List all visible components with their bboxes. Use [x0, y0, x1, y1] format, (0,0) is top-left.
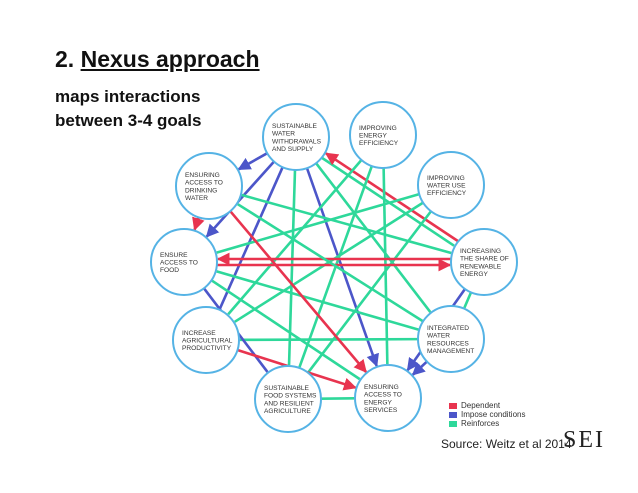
- edge-water-to-agri: [218, 166, 284, 310]
- source-citation: Source: Weitz et al 2014: [441, 437, 572, 451]
- node-label-agri-line-3: PRODUCTIVITY: [182, 345, 232, 352]
- node-label-energy_access-line-3: ENERGY: [364, 399, 392, 406]
- node-label-iwrm-line-1: INTEGRATED: [427, 325, 469, 332]
- subtitle-line-1: maps interactions: [55, 87, 201, 106]
- node-label-renewable-line-1: INCREASING: [460, 248, 501, 255]
- node-label-agri-line-2: AGRICULTURAL: [182, 338, 233, 345]
- node-label-water_eff-line-3: EFFICIENCY: [427, 190, 467, 197]
- node-circle-food_sys: [254, 365, 322, 433]
- slide-subtitle: maps interactions between 3-4 goals: [55, 85, 201, 133]
- node-label-iwrm-line-2: WATER: [427, 333, 450, 340]
- node-circle-food_access: [150, 228, 218, 296]
- node-label-energy_eff-line-3: EFFICIENCY: [359, 140, 399, 147]
- edge-water-to-drinking: [237, 152, 268, 171]
- node-circle-water_eff: [417, 151, 485, 219]
- legend-label-reinforces: Reinforces: [461, 419, 500, 428]
- edge-iwrm-to-agri: [239, 337, 419, 342]
- edge-water-to-energy_access: [305, 167, 379, 368]
- node-label-renewable-line-4: ENERGY: [460, 271, 488, 278]
- legend-swatch-reinforces: [449, 420, 457, 427]
- node-label-food_access-line-1: ENSURE: [160, 252, 188, 259]
- edge-drinking-to-renewable: [240, 193, 452, 255]
- edge-water-to-iwrm: [315, 162, 432, 313]
- node-label-renewable-line-2: THE SHARE OF: [460, 256, 509, 263]
- edge-energy_eff-to-agri: [227, 159, 363, 316]
- node-label-food_sys-line-2: FOOD SYSTEMS: [264, 393, 317, 400]
- edge-renewable-to-iwrm: [463, 291, 473, 309]
- node-label-water-line-4: AND SUPPLY: [272, 146, 314, 153]
- node-label-energy_access-line-2: ACCESS TO: [364, 392, 402, 399]
- node-circle-agri: [172, 306, 240, 374]
- node-label-drinking-line-1: ENSURING: [185, 172, 220, 179]
- slide-title: 2. Nexus approach: [55, 48, 260, 71]
- node-label-water_eff-line-1: IMPROVING: [427, 175, 465, 182]
- node-circle-energy_eff: [349, 101, 417, 169]
- node-circle-water: [262, 103, 330, 171]
- node-label-water_eff-line-2: WATER USE: [427, 183, 466, 190]
- edge-food_access-to-energy_access: [210, 279, 361, 381]
- legend-swatch-impose: [449, 411, 457, 418]
- node-label-agri-line-1: INCREASE: [182, 330, 216, 337]
- edge-iwrm-to-drinking: [237, 203, 424, 323]
- node-label-drinking-line-3: DRINKING: [185, 187, 217, 194]
- legend-item-reinforces: Reinforces: [449, 419, 525, 428]
- edge-water_eff-to-food_sys: [307, 210, 433, 373]
- node-label-food_sys-line-4: AGRICULTURE: [264, 408, 311, 415]
- node-circle-renewable: [450, 228, 518, 296]
- node-circle-drinking: [175, 152, 243, 220]
- node-label-water-line-3: WITHDRAWALS: [272, 138, 322, 145]
- node-label-energy_access-line-1: ENSURING: [364, 384, 399, 391]
- legend-swatch-dependent: [449, 402, 457, 409]
- subtitle-line-2: between 3-4 goals: [55, 111, 202, 130]
- node-label-drinking-line-4: WATER: [185, 195, 208, 202]
- node-label-food_sys-line-1: SUSTAINABLE: [264, 385, 310, 392]
- node-circle-energy_access: [354, 364, 422, 432]
- node-label-energy_eff-line-1: IMPROVING: [359, 125, 397, 132]
- legend-item-dependent: Dependent: [449, 401, 525, 410]
- edge-renewable-to-water: [324, 152, 459, 243]
- sei-logo: SEI: [563, 427, 605, 453]
- node-label-food_access-line-3: FOOD: [160, 267, 179, 274]
- edge-drinking-to-energy_access: [229, 210, 368, 374]
- legend: Dependent Impose conditions Reinforces: [449, 401, 525, 428]
- title-main: Nexus approach: [80, 46, 260, 72]
- edge-iwrm-to-food_access: [216, 270, 420, 332]
- legend-label-impose: Impose conditions: [461, 410, 526, 419]
- edges-layer: [192, 152, 473, 400]
- legend-label-dependent: Dependent: [461, 401, 501, 410]
- edge-water_eff-to-food_access: [216, 192, 420, 254]
- node-label-energy_eff-line-2: ENERGY: [359, 133, 387, 140]
- node-label-water-line-2: WATER: [272, 131, 295, 138]
- node-label-renewable-line-3: RENEWABLE: [460, 263, 502, 270]
- title-number: 2.: [55, 46, 75, 72]
- node-label-water-line-1: SUSTAINABLE: [272, 123, 318, 130]
- legend-item-impose: Impose conditions: [449, 410, 525, 419]
- node-label-food_sys-line-3: AND RESILIENT: [264, 400, 314, 407]
- edge-water-to-renewable: [321, 156, 455, 247]
- node-label-food_access-line-2: ACCESS TO: [160, 260, 198, 267]
- node-label-energy_access-line-4: SERVICES: [364, 407, 398, 414]
- node-circle-iwrm: [417, 305, 485, 373]
- node-label-iwrm-line-4: MANAGEMENT: [427, 348, 474, 355]
- node-label-iwrm-line-3: RESOURCES: [427, 340, 469, 347]
- edge-iwrm-to-energy_access: [411, 360, 428, 376]
- edge-drinking-to-food_access: [192, 216, 205, 231]
- node-label-drinking-line-2: ACCESS TO: [185, 180, 223, 187]
